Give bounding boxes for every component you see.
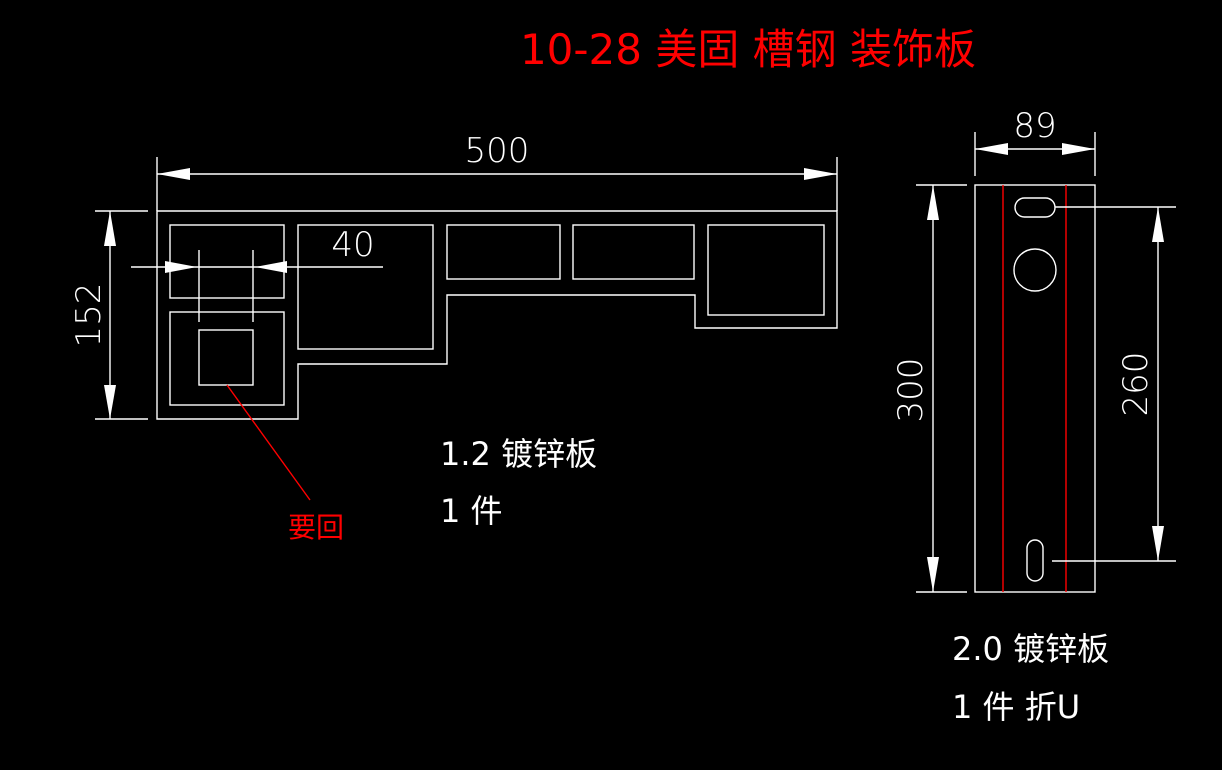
slot-hole-top <box>1014 197 1056 218</box>
dimension-89: 89 <box>974 106 1096 176</box>
slot-hole-bottom <box>1026 539 1044 582</box>
right-material-note: 2.0 镀锌板 <box>952 630 1109 668</box>
dimension-300: 300 <box>891 184 967 593</box>
right-quantity-note: 1 件 折U <box>952 688 1080 726</box>
dimension-260: 260 <box>1052 206 1176 562</box>
dimension-500: 500 <box>156 131 838 211</box>
dimension-89-label: 89 <box>1013 106 1056 146</box>
dimension-300-label: 300 <box>891 358 931 423</box>
right-part-outline <box>974 184 1096 593</box>
drawing-title: 10-28 美固 槽钢 装饰板 <box>520 25 976 74</box>
round-hole <box>1013 248 1057 292</box>
dimension-260-label: 260 <box>1116 352 1156 417</box>
dimension-40-label: 40 <box>331 225 374 265</box>
callout-leader <box>226 384 311 501</box>
dimension-152-label: 152 <box>69 283 109 348</box>
callout-text: 要回 <box>288 511 344 544</box>
left-quantity-note: 1 件 <box>440 492 503 530</box>
dimension-40: 40 <box>131 225 383 322</box>
left-part-outline <box>156 210 838 420</box>
dimension-152: 152 <box>69 210 148 420</box>
left-material-note: 1.2 镀锌板 <box>440 435 597 473</box>
dimension-500-label: 500 <box>465 131 530 171</box>
